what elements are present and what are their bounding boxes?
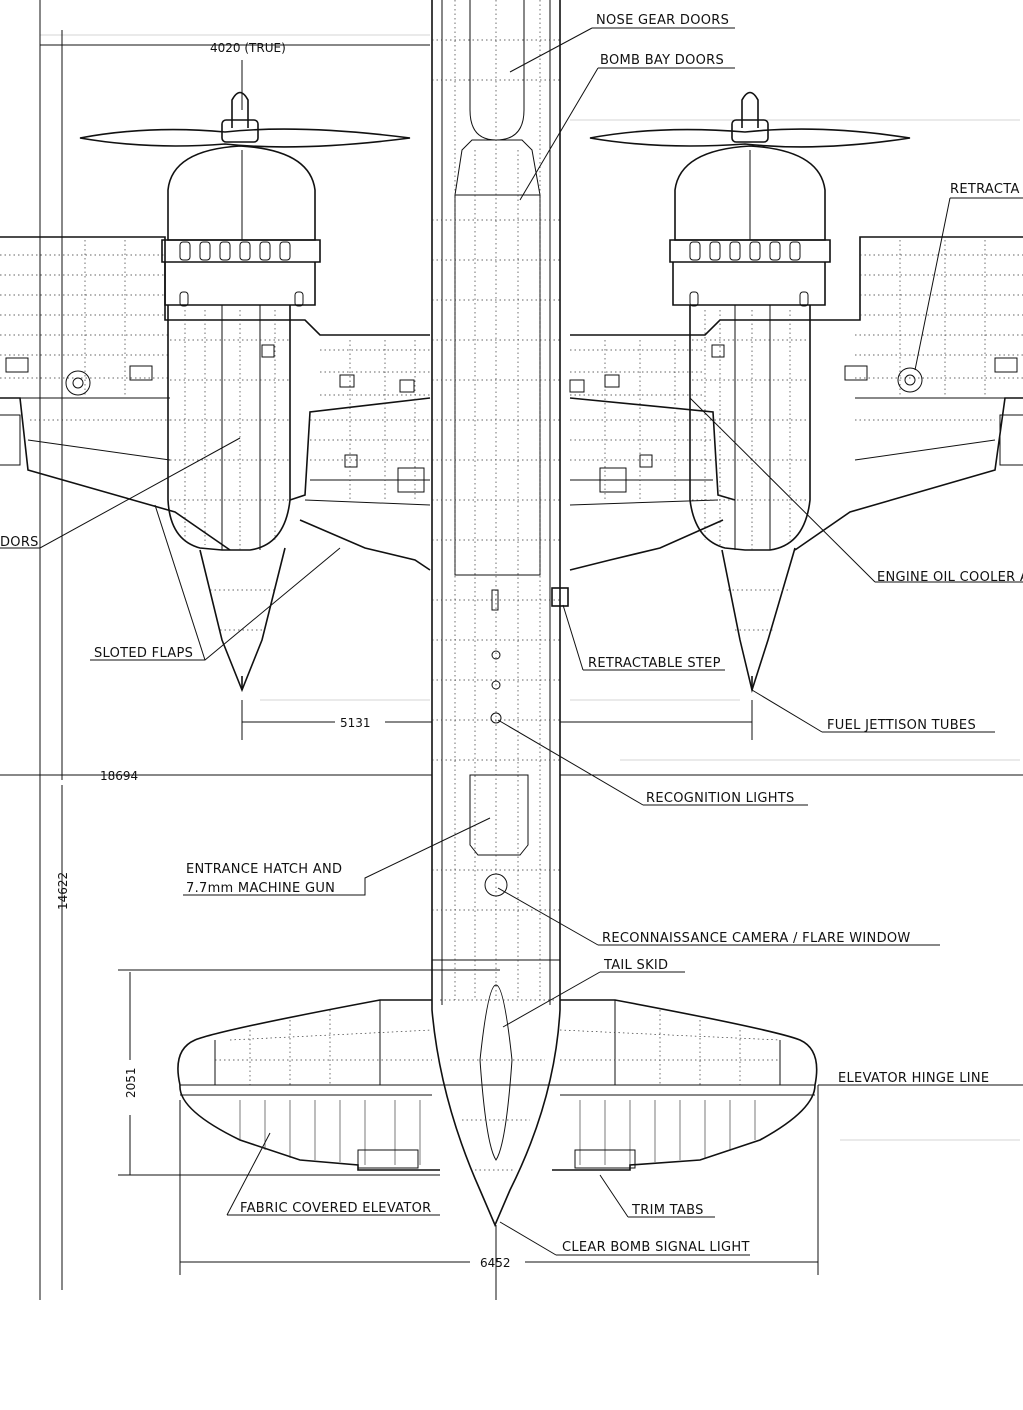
left-engine-nacelle <box>79 91 411 693</box>
label-tail-skid: TAIL SKID <box>603 958 668 973</box>
right-wing <box>569 236 1023 571</box>
fuselage <box>431 0 569 1228</box>
label-doors-left: DORS <box>0 535 39 550</box>
dimension-nacelle-spacing: 5131 <box>340 716 371 730</box>
dimension-reference-length: 18694 <box>100 769 138 783</box>
label-fabric-covered-elevator: FABRIC COVERED ELEVATOR <box>240 1201 431 1216</box>
dimension-overall-length: 14622 <box>56 872 70 910</box>
label-recognition-lights: RECOGNITION LIGHTS <box>646 791 795 806</box>
label-nose-gear-doors: NOSE GEAR DOORS <box>596 13 729 28</box>
label-sloted-flaps: SLOTED FLAPS <box>94 646 193 661</box>
label-elevator-hinge-line: ELEVATOR HINGE LINE <box>838 1071 989 1086</box>
label-retractable-top: RETRACTA <box>950 182 1020 197</box>
dimension-tailplane-span: 6452 <box>480 1256 511 1270</box>
label-bomb-bay-doors: BOMB BAY DOORS <box>600 53 724 68</box>
dimension-lines <box>0 0 1023 1300</box>
label-engine-oil-cooler: ENGINE OIL COOLER A <box>877 570 1023 585</box>
left-wing <box>0 236 431 571</box>
label-trim-tabs: TRIM TABS <box>631 1203 704 1218</box>
label-retractable-step: RETRACTABLE STEP <box>588 656 721 671</box>
tailplane <box>177 999 818 1171</box>
label-fuel-jettison-tubes: FUEL JETTISON TUBES <box>827 718 976 733</box>
label-clear-bomb-signal-light: CLEAR BOMB SIGNAL LIGHT <box>562 1240 750 1255</box>
dimension-prop-span: 4020 (TRUE) <box>210 41 286 55</box>
dimension-tailplane-chord: 2051 <box>124 1067 138 1098</box>
label-recon-camera: RECONNAISSANCE CAMERA / FLARE WINDOW <box>602 931 911 946</box>
label-entrance-hatch-line2: 7.7mm MACHINE GUN <box>186 881 335 896</box>
right-engine-nacelle <box>589 91 911 693</box>
leader-lines <box>0 27 1023 1256</box>
background-ghost-lines <box>40 34 1020 1141</box>
label-entrance-hatch-line1: ENTRANCE HATCH AND <box>186 862 342 877</box>
